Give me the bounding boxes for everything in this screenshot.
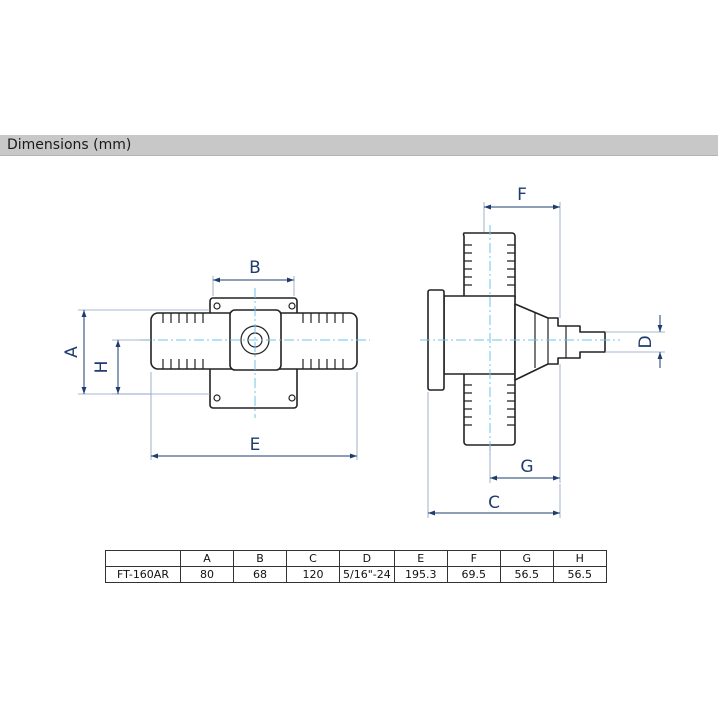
- table-cell: 120: [286, 566, 340, 583]
- section-title: Dimensions (mm): [7, 137, 132, 153]
- dim-label-h: H: [92, 361, 112, 374]
- dim-label-a: A: [62, 346, 82, 358]
- front-view: B E A H: [62, 258, 370, 460]
- table-cell: 56.5: [499, 566, 554, 583]
- mounting-hole: [288, 302, 296, 310]
- table-header-cell: B: [233, 550, 287, 567]
- side-view: F D G C: [420, 185, 665, 518]
- dim-label-e: E: [250, 435, 261, 455]
- table-cell: 56.5: [552, 566, 607, 583]
- dim-label-c: C: [488, 493, 500, 513]
- table-header-row: A B C D E F G H: [105, 550, 607, 567]
- section-header: Dimensions (mm): [0, 135, 718, 156]
- table-cell: 195.3: [393, 566, 448, 583]
- table-cell: 69.5: [446, 566, 501, 583]
- dim-label-g: G: [520, 457, 533, 477]
- dimensions-table: A B C D E F G H FT-160AR 80 68 120 5/16"…: [105, 550, 607, 583]
- model-cell: FT-160AR: [105, 566, 181, 583]
- table-header-cell: D: [339, 550, 395, 567]
- dim-label-d: D: [636, 335, 656, 348]
- mounting-hole: [288, 394, 296, 402]
- central-hub: [443, 295, 516, 375]
- table-header-cell: E: [393, 550, 448, 567]
- table-cell: 68: [233, 566, 287, 583]
- vertical-body: [462, 232, 516, 299]
- vertical-ribs: [464, 244, 515, 426]
- body-ribs: [162, 313, 344, 369]
- mounting-hole: [213, 302, 221, 310]
- table-header-cell: A: [180, 550, 234, 567]
- table-header-cell: F: [446, 550, 501, 567]
- table-header-cell: G: [499, 550, 554, 567]
- table-header-cell: H: [552, 550, 607, 567]
- table-cell: 80: [180, 566, 234, 583]
- table-header-cell: C: [286, 550, 340, 567]
- table-header-cell: [105, 550, 181, 567]
- mounting-hole: [213, 394, 221, 402]
- dim-label-f: F: [517, 185, 527, 205]
- table-row: FT-160AR 80 68 120 5/16"-24 195.3 69.5 5…: [105, 566, 607, 583]
- table-cell: 5/16"-24: [339, 566, 395, 583]
- dim-label-b: B: [249, 258, 261, 278]
